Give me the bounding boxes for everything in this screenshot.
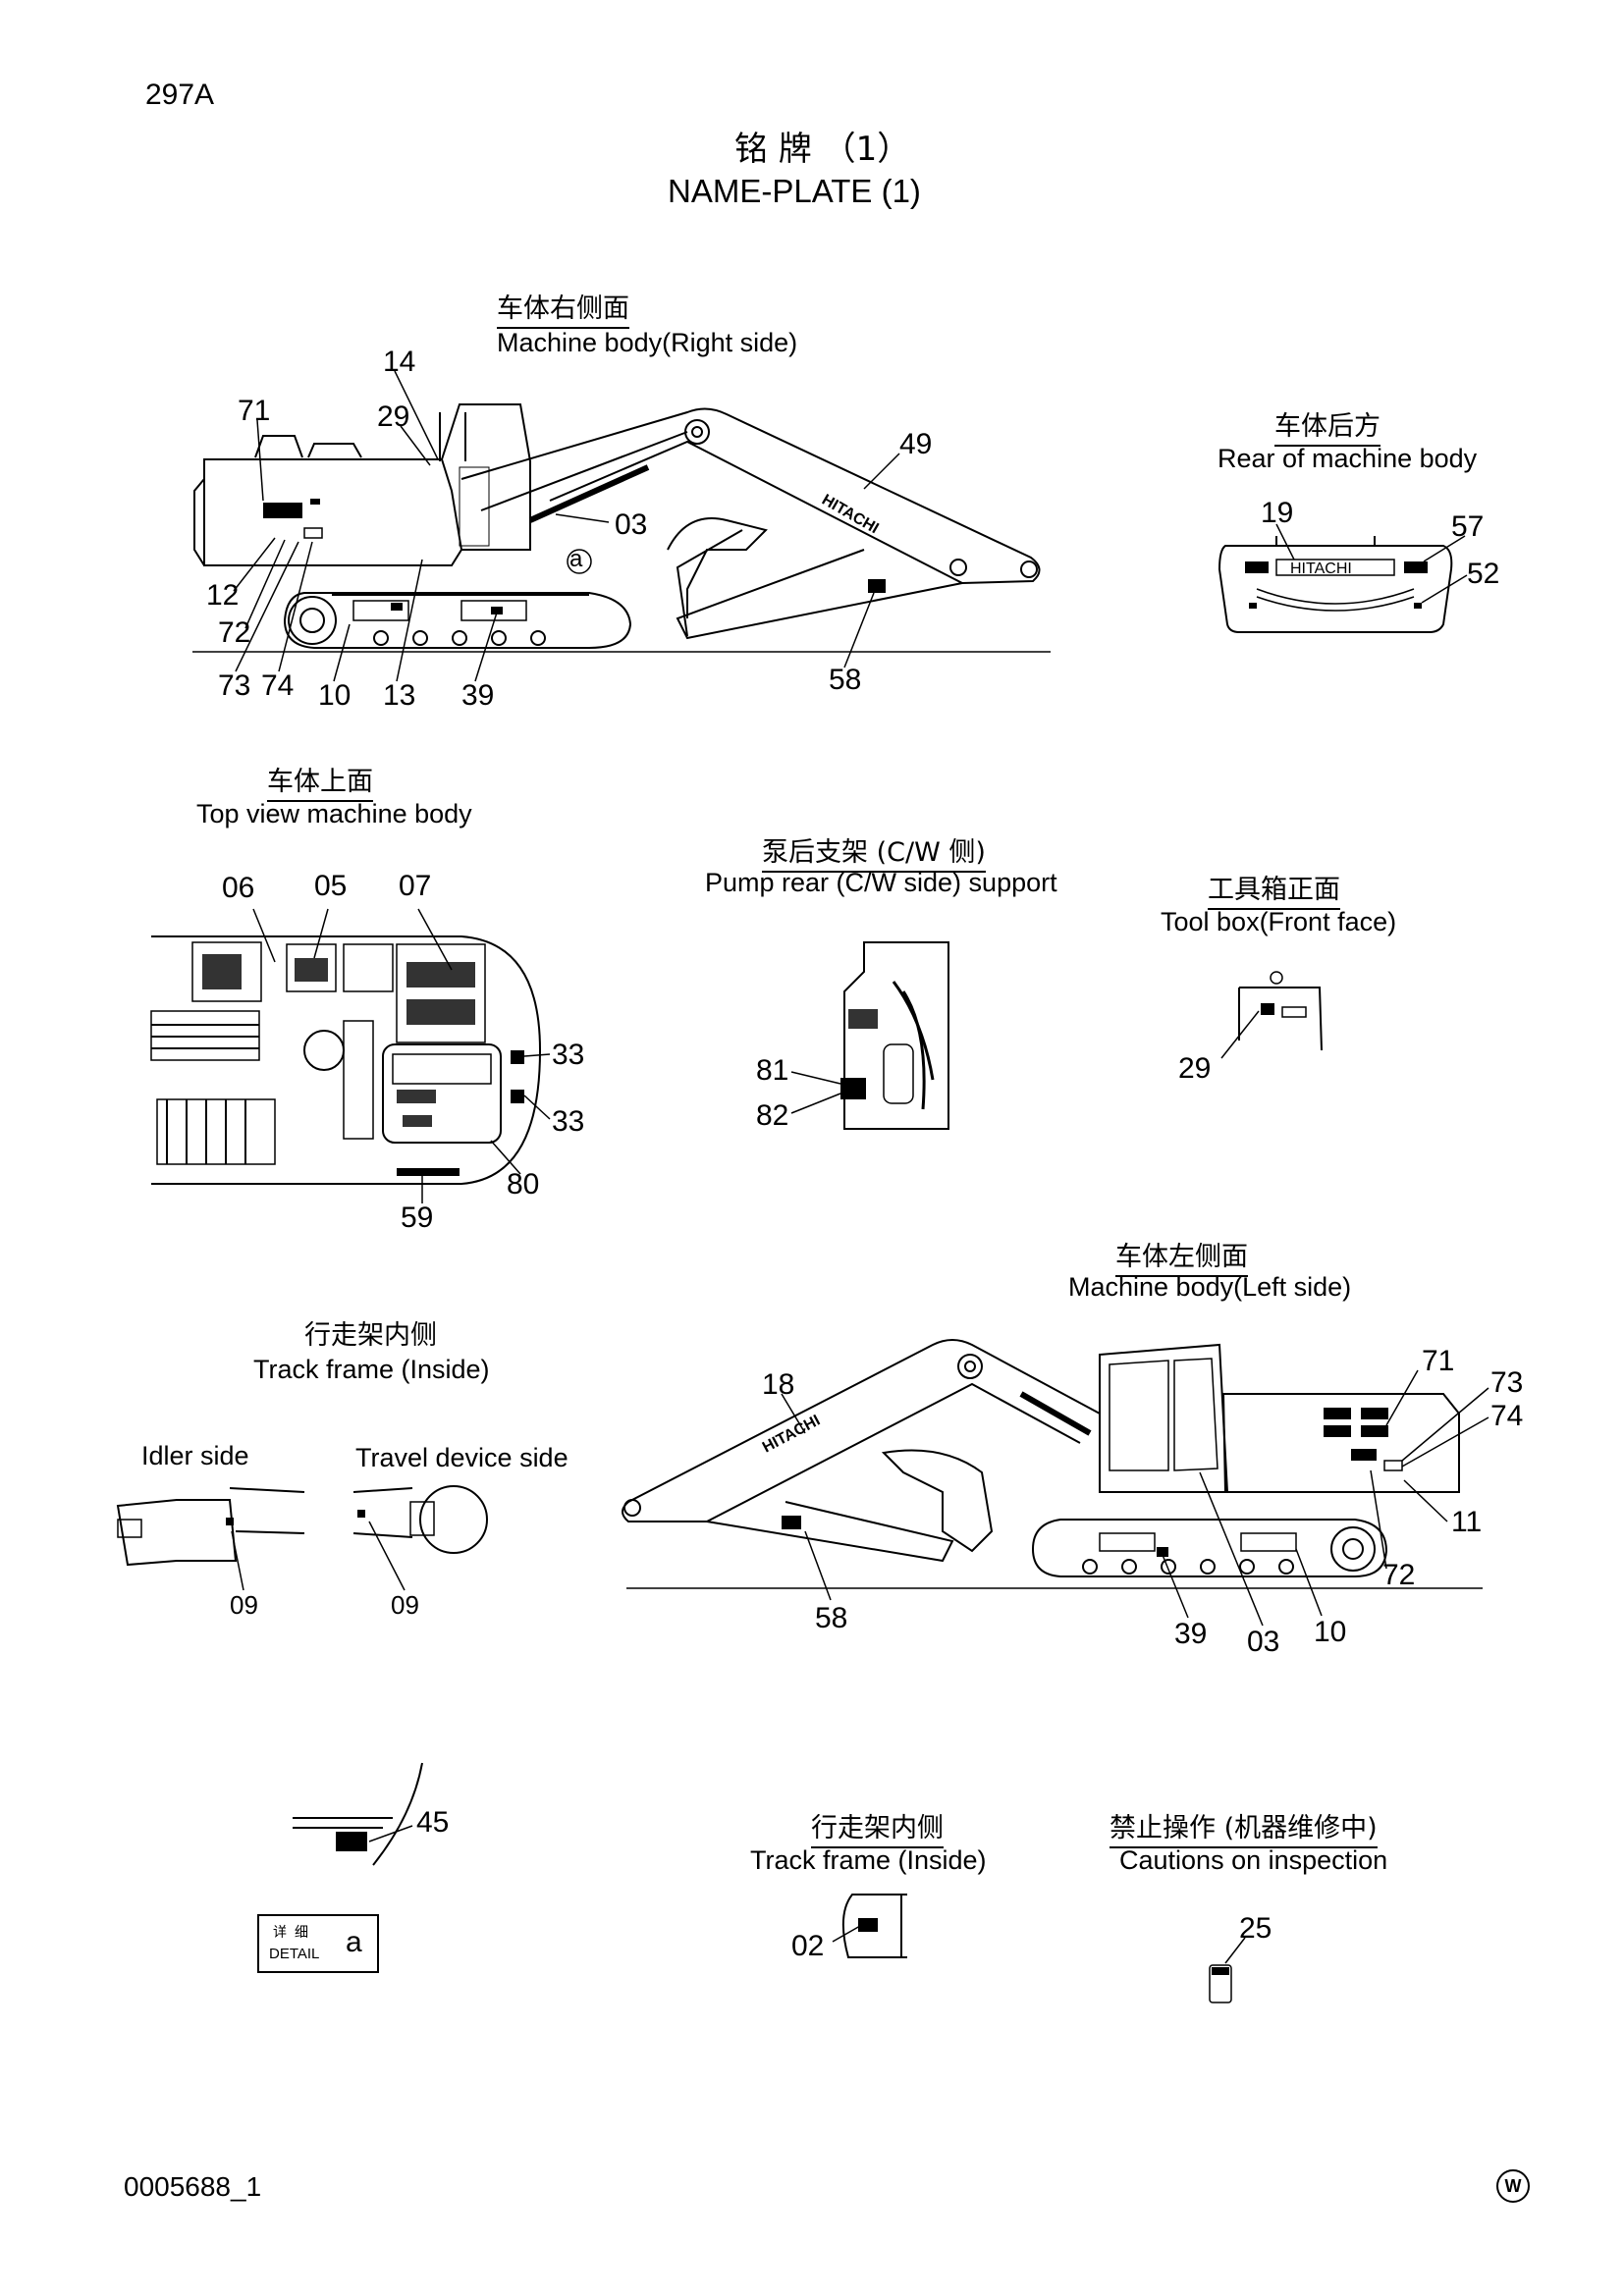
callout-81: 81 bbox=[756, 1054, 789, 1087]
callout-idler-09: 09 bbox=[230, 1590, 258, 1620]
cautions-inspection-drawing bbox=[1209, 1937, 1246, 2003]
rear-title-cn: 车体后方 bbox=[1274, 404, 1380, 447]
top-title-cn: 车体上面 bbox=[267, 760, 373, 802]
pump-title-cn: 泵后支架 (C/W 侧) bbox=[762, 830, 986, 873]
callout-80: 80 bbox=[507, 1168, 540, 1201]
track-frame-inside-drawing bbox=[832, 1894, 907, 1958]
callout-19: 19 bbox=[1261, 497, 1294, 529]
callout-l-71: 71 bbox=[1422, 1345, 1455, 1377]
callout-07: 07 bbox=[399, 870, 432, 902]
callout-l-72: 72 bbox=[1382, 1559, 1416, 1591]
callout-71: 71 bbox=[238, 395, 271, 427]
page-code: 297A bbox=[145, 79, 215, 111]
travel-device-side-label: Travel device side bbox=[355, 1443, 568, 1472]
footer-id: 0005688_1 bbox=[124, 2171, 262, 2202]
callout-72: 72 bbox=[218, 616, 251, 649]
callout-l-11: 11 bbox=[1451, 1506, 1483, 1538]
track-frame-2-title-cn: 行走架内侧 bbox=[811, 1806, 944, 1848]
callout-39: 39 bbox=[461, 679, 495, 712]
page-title-cn: 铭 牌 （1） bbox=[734, 130, 911, 169]
track-frame-title-cn: 行走架内侧 bbox=[304, 1320, 437, 1351]
callout-travel-09: 09 bbox=[391, 1590, 419, 1620]
svg-text:HITACHI: HITACHI bbox=[1290, 561, 1352, 577]
callout-l-73: 73 bbox=[1490, 1366, 1524, 1399]
left-side-title-cn: 车体左侧面 bbox=[1115, 1235, 1248, 1277]
pump-rear-support bbox=[790, 941, 949, 1130]
detail-label-en: DETAIL bbox=[269, 1946, 320, 1962]
callout-03: 03 bbox=[615, 508, 648, 541]
track-frame-title-en: Track frame (Inside) bbox=[253, 1355, 490, 1384]
detail-label-cn: 详细 bbox=[273, 1925, 316, 1941]
callout-l-39: 39 bbox=[1174, 1618, 1208, 1650]
callout-45: 45 bbox=[416, 1806, 450, 1839]
excavator-left-side: HITACHI bbox=[622, 1339, 1489, 1627]
right-side-title-cn: 车体右侧面 bbox=[497, 287, 629, 329]
detail-a-drawing bbox=[293, 1762, 423, 1866]
callout-tb-29: 29 bbox=[1178, 1052, 1212, 1085]
pump-title-en: Pump rear (C/W side) support bbox=[705, 868, 1057, 897]
callout-l-74: 74 bbox=[1490, 1400, 1524, 1432]
track-frame-2-title-en: Track frame (Inside) bbox=[750, 1845, 987, 1875]
callout-73: 73 bbox=[218, 669, 251, 702]
left-side-title-en: Machine body(Left side) bbox=[1068, 1272, 1352, 1302]
cautions-title-cn: 禁止操作 (机器维修中) bbox=[1110, 1806, 1378, 1848]
toolbox-title-en: Tool box(Front face) bbox=[1161, 907, 1397, 936]
callout-58: 58 bbox=[829, 664, 862, 696]
callout-05: 05 bbox=[314, 870, 348, 902]
callout-l-18: 18 bbox=[762, 1368, 795, 1401]
footer-mark: W bbox=[1504, 2176, 1522, 2196]
callout-l-03: 03 bbox=[1247, 1626, 1280, 1658]
cautions-title-en: Cautions on inspection bbox=[1119, 1845, 1388, 1875]
callout-57: 57 bbox=[1451, 510, 1485, 543]
callout-29: 29 bbox=[377, 400, 410, 433]
detail-a-box: 详细 DETAIL a bbox=[257, 1914, 379, 1973]
callout-06: 06 bbox=[222, 872, 255, 904]
callout-12: 12 bbox=[206, 579, 240, 612]
idler-side-label: Idler side bbox=[141, 1441, 249, 1470]
excavator-right-side: HITACHI bbox=[192, 370, 1051, 682]
idler-side-drawing bbox=[116, 1487, 305, 1591]
callout-02: 02 bbox=[791, 1930, 825, 1962]
page-title-en: NAME-PLATE (1) bbox=[668, 173, 921, 209]
callout-49: 49 bbox=[899, 428, 933, 460]
callout-59: 59 bbox=[401, 1201, 434, 1234]
callout-14: 14 bbox=[383, 346, 416, 378]
callout-74: 74 bbox=[261, 669, 295, 702]
footer-mark-icon: W bbox=[1496, 2169, 1530, 2203]
callout-33-a: 33 bbox=[552, 1039, 585, 1071]
callout-l-58: 58 bbox=[815, 1602, 848, 1634]
callout-33-b: 33 bbox=[552, 1105, 585, 1138]
tool-box-front bbox=[1220, 971, 1323, 1059]
toolbox-title-cn: 工具箱正面 bbox=[1208, 868, 1340, 910]
top-title-en: Top view machine body bbox=[196, 799, 472, 828]
callout-52: 52 bbox=[1467, 558, 1500, 590]
callout-13: 13 bbox=[383, 679, 416, 712]
callout-l-10: 10 bbox=[1314, 1616, 1347, 1648]
excavator-rear-view: HITACHI bbox=[1218, 523, 1468, 633]
right-side-title-en: Machine body(Right side) bbox=[497, 328, 798, 357]
callout-10: 10 bbox=[318, 679, 352, 712]
detail-letter: a bbox=[346, 1926, 362, 1958]
excavator-top-view bbox=[150, 908, 551, 1203]
rear-title-en: Rear of machine body bbox=[1218, 444, 1478, 473]
callout-82: 82 bbox=[756, 1099, 789, 1132]
travel-device-side-drawing bbox=[352, 1485, 488, 1591]
